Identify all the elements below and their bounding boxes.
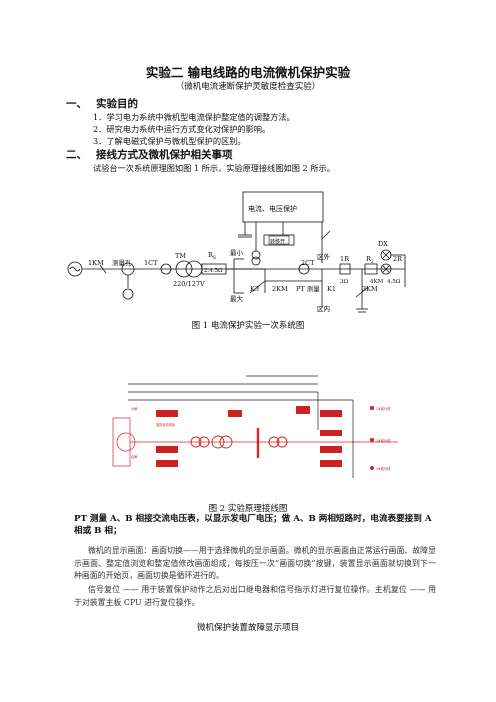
fig1-label-1km: 1KM bbox=[88, 259, 104, 267]
list-item: 3．了解电磁式保护与微机型保护的区别。 bbox=[93, 136, 246, 146]
paragraph-fault-items: 微机保护装置故障显示项目 bbox=[196, 623, 299, 633]
fig1-label-rs: RS bbox=[208, 251, 216, 261]
fig1-label-min: 最小 bbox=[230, 248, 244, 257]
fig1-label-2km: 2KM bbox=[272, 285, 288, 293]
figure-1-diagram: 电流、电压保护 转移开 1KM 测量孔 1CT TM RS 220/127V 2… bbox=[67, 191, 406, 313]
fig1-label-r245: 2.4.5Ω bbox=[204, 268, 223, 274]
fig1-label-r3: 3Ω bbox=[340, 279, 348, 285]
fig1-relay-label: 转移开 bbox=[270, 238, 285, 245]
doc-title: 实验二 输电线路的电流微机保护实验 bbox=[145, 65, 351, 80]
fig1-label-2r: 2R bbox=[393, 255, 403, 263]
fig1-label-1ct: 1CT bbox=[144, 259, 158, 267]
fig2-right-label: 2#线分线 bbox=[376, 438, 391, 443]
section-heading-1: 一、实验目的 bbox=[66, 96, 138, 111]
fig1-label-r45: 4.5Ω bbox=[387, 279, 401, 285]
fig1-label-outer: 区外 bbox=[317, 252, 331, 261]
fig1-label-3km: 3KM bbox=[362, 285, 378, 293]
fig1-label-k3: K3 bbox=[250, 285, 259, 293]
intro-paragraph: 试验台一次系统原理图如图 1 所示，实验原理接线图如图 2 所示。 bbox=[93, 163, 335, 173]
doc-subtitle: （微机电流速断保护灵敏度检查实验） bbox=[175, 82, 321, 92]
fig2-left-label: 分闸 bbox=[131, 406, 137, 411]
paragraph-display: 微机的显示画面：画面切换——用于选择微机的显示画面。微机的显示画面由正常运行画面… bbox=[74, 546, 436, 580]
paragraph-reset: 信号复位 —— 用于装置保护动作之后对出口继电器和信号指示灯进行复位操作。主机复… bbox=[74, 585, 436, 607]
figure-2-caption: 图 2 实验原理接线图 bbox=[208, 504, 288, 514]
pt-note: PT 测量 A、B 相接交流电压表，以显示发电厂电压；做 A、B 两相短路时，电… bbox=[74, 514, 432, 536]
fig2-right-label: 1#线分线 bbox=[376, 406, 391, 411]
fig1-label-dx: DX bbox=[378, 240, 388, 248]
fig1-box-label: 电流、电压保护 bbox=[248, 204, 297, 213]
section-number: 一、 bbox=[66, 98, 87, 110]
fig1-label-k1: K1 bbox=[327, 285, 336, 293]
fig1-label-hole: 测量孔 bbox=[112, 259, 132, 267]
figure-2-diagram: 分闸 合闸 电压电流检测 1#线分线 2#线分线 3#线分线 bbox=[112, 375, 398, 478]
fig1-label-ratio: 220/127V bbox=[173, 280, 205, 288]
fig1-label-2ct: 2CT bbox=[301, 259, 315, 267]
section-title: 实验目的 bbox=[96, 98, 138, 110]
fig1-label-tm: TM bbox=[175, 252, 186, 260]
section-heading-2: 二、接线方式及微机保护相关事项 bbox=[66, 147, 233, 162]
section-number: 二、 bbox=[66, 149, 87, 161]
section-title: 接线方式及微机保护相关事项 bbox=[96, 149, 233, 161]
fig2-right-label: 3#线分线 bbox=[376, 466, 391, 471]
fig1-label-inner: 区内 bbox=[317, 304, 330, 313]
fig2-left-label: 合闸 bbox=[131, 454, 137, 459]
figure-1-caption: 图 1 电流保护实验一次系统图 bbox=[191, 321, 305, 331]
fig1-label-pt: PT 测量 bbox=[296, 285, 320, 293]
fig1-label-1r: 1R bbox=[340, 255, 350, 263]
fig1-label-max: 最大 bbox=[230, 294, 244, 303]
fig2-left-label: 电压电流检测 bbox=[156, 422, 175, 427]
list-item: 1．学习电力系统中微机型电流保护整定值的调整方法。 bbox=[93, 112, 295, 122]
fig1-label-4km: 4KM bbox=[370, 279, 384, 285]
list-item: 2．研究电力系统中运行方式变化对保护的影响。 bbox=[93, 124, 271, 134]
fig1-label-r2: R2 bbox=[366, 255, 374, 265]
